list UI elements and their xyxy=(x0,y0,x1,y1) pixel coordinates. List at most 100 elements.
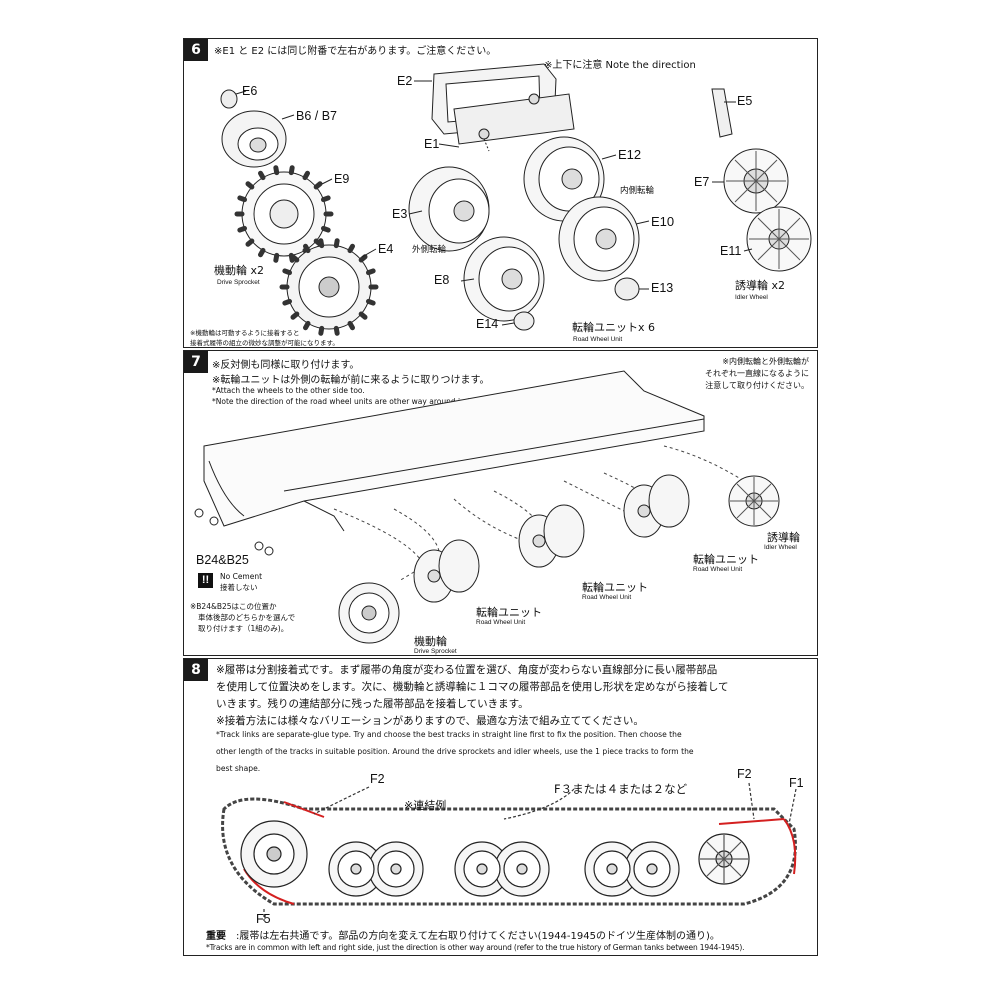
warning-icon: !! xyxy=(198,573,213,588)
tracks-common-note: *Tracks are in common with left and righ… xyxy=(206,943,745,952)
no-cement-jp: 接着しない xyxy=(220,583,258,592)
sprocket-tooth xyxy=(302,170,310,181)
step-6-illustration xyxy=(220,63,812,336)
idler-en: Idler Wheel xyxy=(764,544,797,551)
road-wheel-jp: 転輪ユニットx 6 xyxy=(572,321,656,334)
step8-jp-line-3: いきます。残りの連結部分に残った履帯部品を接着していきます。 xyxy=(216,698,529,710)
track-label-f5: F5 xyxy=(256,912,271,926)
part-label-e12: E12 xyxy=(618,147,642,162)
outer-wheel-label: 外側転輪 xyxy=(412,245,447,255)
part-label-e10: E10 xyxy=(651,214,675,229)
sprocket-tooth xyxy=(273,252,280,263)
step8-jp-line-4: ※接着方法には様々なバリエーションがありますので、最適な方法で組み立ててください… xyxy=(216,715,644,727)
track-label-f1: F1 xyxy=(789,776,804,790)
drive-sprocket-jp: 機動輪 x2 xyxy=(214,264,265,277)
b-note-1: ※B24&B25はこの位置か xyxy=(190,602,277,611)
road-wheel-jp-1: 転輪ユニット xyxy=(476,606,542,619)
sprocket-tooth xyxy=(347,320,355,331)
step7-right-note-3: 注意して取り付けください。 xyxy=(705,381,809,390)
part-label-e11: E11 xyxy=(720,244,742,258)
footnote-line-1: ※機動輪は可動するように接着すると xyxy=(190,329,300,337)
part-label-e14: E14 xyxy=(476,317,499,331)
step7-note-1: ※反対側も同様に取り付けます。 xyxy=(212,360,360,371)
step-note: ※E1 と E2 には同じ附番で左右があります。ご注意ください。 xyxy=(214,46,497,57)
step8-en-line-2: other length of the tracks in suitable p… xyxy=(216,747,694,756)
sprocket-tooth xyxy=(245,238,255,247)
step-7-panel: 7 ※反対側も同様に取り付けます。 ※転輪ユニットは外側の転輪が前に来るように取… xyxy=(183,350,818,656)
drive-sprocket-en: Drive Sprocket xyxy=(414,648,457,655)
sprocket-tooth xyxy=(303,320,311,331)
sprocket-tooth xyxy=(273,165,280,176)
step-number: 6 xyxy=(184,39,208,61)
sprocket-tooth xyxy=(303,243,311,254)
road-wheel-jp-2: 転輪ユニット xyxy=(582,581,648,594)
part-label-e9: E9 xyxy=(334,172,350,186)
sprocket-tooth xyxy=(358,311,368,320)
step8-en-line-1: *Track links are separate-glue type. Try… xyxy=(216,730,682,739)
sprocket-tooth xyxy=(245,181,255,190)
sprocket-tooth xyxy=(365,268,376,276)
idler-en: Idler Wheel xyxy=(735,294,768,301)
sprocket-tooth xyxy=(320,195,331,203)
part-label-e1: E1 xyxy=(424,137,440,151)
part-label-e2: E2 xyxy=(397,74,413,88)
b-note-3: 取り付けます（1組のみ)。 xyxy=(198,624,289,633)
sprocket-tooth xyxy=(258,247,266,258)
sprocket-tooth xyxy=(288,165,295,176)
step7-note-4: *Note the direction of the road wheel un… xyxy=(212,397,530,406)
drive-sprocket-en: Drive Sprocket xyxy=(217,279,260,286)
b-note-2: 車体後部のどちらかを選んで xyxy=(198,613,296,622)
idler-jp: 誘導輪 xyxy=(767,531,800,544)
footnote-line-2: 接着式履帯の組立の微妙な調整が可能になります。 xyxy=(190,339,339,347)
step-6-panel: 6 ※E1 と E2 には同じ附番で左右があります。ご注意ください。 ※上下に注… xyxy=(183,38,818,348)
road-wheel-en-3: Road Wheel Unit xyxy=(693,566,743,573)
step-number: 7 xyxy=(184,351,208,373)
sprocket-tooth xyxy=(358,254,368,263)
b24-b25-label: B24&B25 xyxy=(196,553,249,567)
idler-jp: 誘導輪 x2 xyxy=(735,279,786,292)
sprocket-tooth xyxy=(258,170,266,181)
step8-jp-line-1: ※履帯は分割接着式です。まず履帯の角度が変わる位置を選び、角度が変わらない直線部… xyxy=(216,664,718,676)
track-label-f3: F３または４または２など xyxy=(554,782,688,796)
important-label: 重要 xyxy=(206,931,226,942)
sprocket-tooth xyxy=(282,298,293,306)
step-7-illustration xyxy=(194,370,780,644)
direction-note: ※上下に注意 Note the direction xyxy=(544,60,696,71)
sprocket-tooth xyxy=(333,238,340,249)
step7-note-2: ※転輪ユニットは外側の転輪が前に来るように取りつけます。 xyxy=(212,375,490,386)
track-label-f2-left: F2 xyxy=(370,772,385,786)
important-text: :履帯は左右共通です。部品の方向を変えて左右取り付けてください(1944-194… xyxy=(236,931,720,942)
sprocket-tooth xyxy=(290,254,300,263)
road-wheel-en: Road Wheel Unit xyxy=(573,336,623,343)
road-wheel-jp-3: 転輪ユニット xyxy=(693,553,759,566)
drive-sprocket-jp: 機動輪 xyxy=(414,635,447,648)
step-number: 8 xyxy=(184,659,208,681)
part-label-e5: E5 xyxy=(737,94,753,108)
sprocket-tooth xyxy=(282,268,293,276)
road-wheel-en-1: Road Wheel Unit xyxy=(476,619,526,626)
step7-right-note-2: それぞれ一直線になるように xyxy=(705,369,809,378)
part-label-b6-b7: B6 / B7 xyxy=(296,109,337,123)
sprocket-tooth xyxy=(347,243,355,254)
connection-example-label: ※連結例 xyxy=(404,799,447,812)
step-8-track-illustration xyxy=(221,782,797,921)
sprocket-tooth xyxy=(365,298,376,306)
part-label-e13: E13 xyxy=(651,281,674,295)
step-8-panel: 8 ※履帯は分割接着式です。まず履帯の角度が変わる位置を選び、角度が変わらない直… xyxy=(183,658,818,956)
sprocket-tooth xyxy=(333,325,340,336)
sprocket-tooth xyxy=(237,225,248,233)
sprocket-tooth xyxy=(313,181,323,190)
sprocket-tooth xyxy=(237,195,248,203)
sprocket-tooth xyxy=(318,238,325,249)
road-wheel-en-2: Road Wheel Unit xyxy=(582,594,632,601)
part-label-e6: E6 xyxy=(242,84,258,98)
part-label-e8: E8 xyxy=(434,273,450,287)
track-label-f2-right: F2 xyxy=(737,767,752,781)
part-label-e7: E7 xyxy=(694,175,710,189)
step8-en-line-3: best shape. xyxy=(216,764,261,773)
no-cement-en: No Cement xyxy=(220,572,263,581)
sprocket-tooth xyxy=(290,311,300,320)
sprocket-tooth xyxy=(318,325,325,336)
part-label-e3: E3 xyxy=(392,207,408,221)
step7-note-3: *Attach the wheels to the other side too… xyxy=(212,386,365,395)
